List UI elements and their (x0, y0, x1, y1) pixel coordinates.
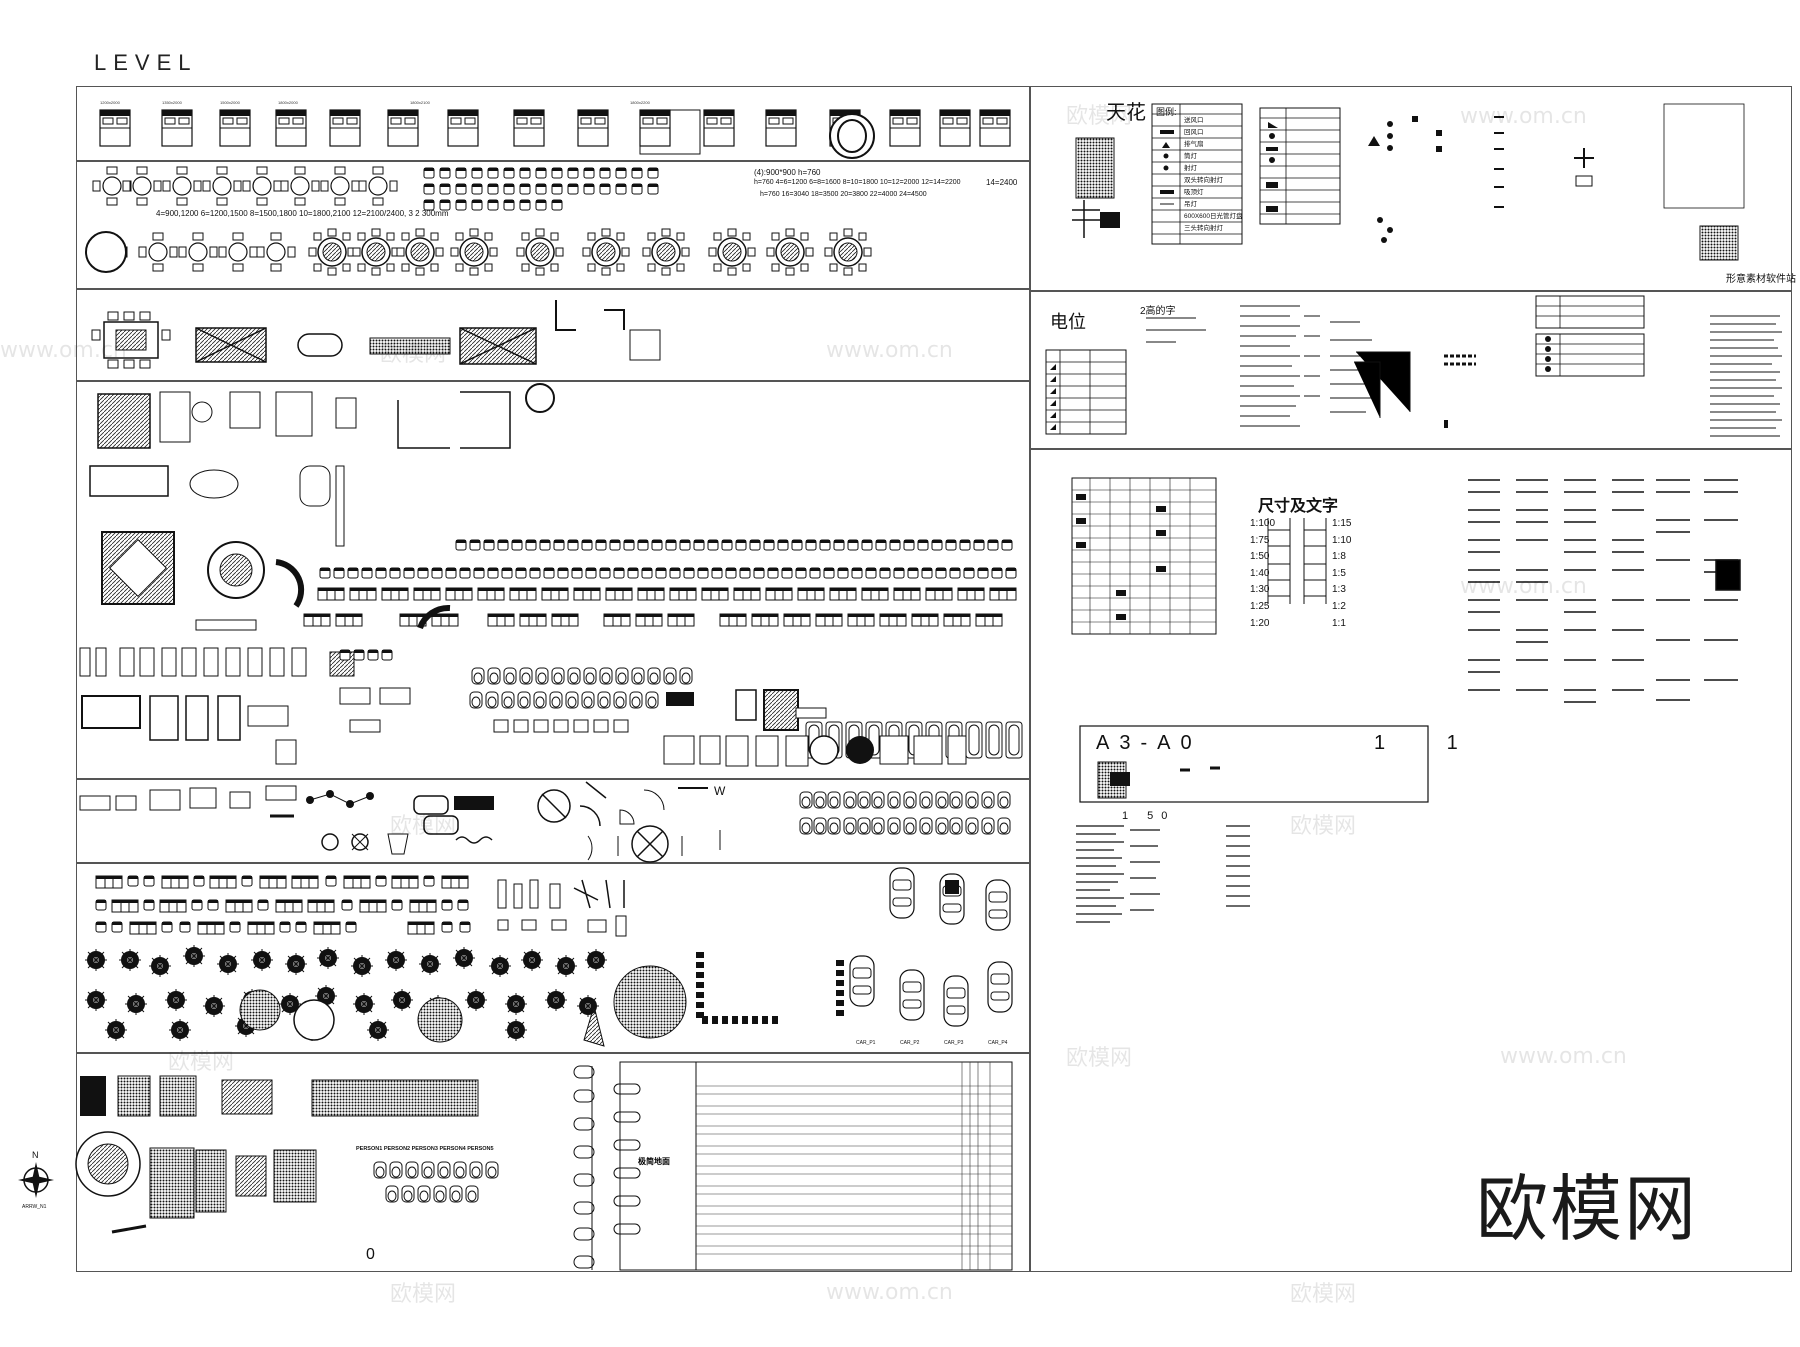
svg-text:1800x2000: 1800x2000 (278, 100, 299, 105)
table-size-formula-14: 14=2400 (986, 178, 1018, 187)
scale-item: 1:3 (1332, 584, 1346, 596)
north-arrow-label: N (32, 1150, 39, 1160)
divider-tables (76, 288, 1030, 290)
watermark-brand: 欧模网 (1476, 1167, 1699, 1251)
ceiling-legend-list: 送风口 回风口 排气扇 筒灯 射灯 双头转向射灯 吸顶灯 吊灯 600X600日… (1184, 115, 1243, 235)
watermark-faint: 欧模网 (168, 1050, 235, 1075)
svg-text:极简地面: 极简地面 (638, 1156, 670, 1166)
car-label-1: CAR_P1 (856, 1040, 876, 1046)
watermark-faint: 欧模网 (380, 342, 447, 367)
dimension-text-title: 尺寸及文字 (1258, 498, 1339, 515)
legend-item: 筒灯 (1184, 153, 1197, 160)
scale-item: 1:20 (1250, 617, 1270, 629)
divider-electrical (1030, 448, 1792, 450)
legend-item: 送风口 (1184, 117, 1204, 124)
scale-item: 1:5 (1332, 567, 1346, 579)
sheet-size-label: A3-A0 (1096, 732, 1202, 754)
scale-item: 1:50 (1250, 551, 1270, 563)
north-arrow-caption: ARRW_N1 (22, 1204, 47, 1210)
level-title: LEVEL (94, 50, 198, 75)
scale-item: 1:15 (1332, 518, 1352, 529)
ceiling-section-title: 天花 (1106, 100, 1146, 124)
watermark-faint-url: www.om.cn (1500, 1044, 1627, 1069)
scale-list-right: 1:15 1:10 1:8 1:5 1:3 1:2 1:1 (1332, 516, 1351, 632)
svg-text:1500x2000: 1500x2000 (220, 100, 241, 105)
watermark-faint: 欧模网 (1066, 104, 1133, 129)
legend-item: 吸顶灯 (1184, 189, 1204, 196)
legend-title: 图例: (1156, 107, 1177, 117)
table-size-formulas: 4=900,1200 6=1200,1500 8=1500,1800 10=18… (156, 209, 449, 218)
divider-conference (76, 380, 1030, 382)
divider-beds (76, 160, 1030, 162)
divider-sofas (76, 778, 1030, 780)
watermark-faint-url: www.om.cn (1460, 574, 1587, 599)
scale-item: 1:1 (1332, 617, 1346, 629)
zero-label: 0 (366, 1246, 375, 1263)
scale-item: 1:8 (1332, 551, 1346, 563)
divider-fixtures (76, 862, 1030, 864)
watermark-faint: 欧模网 (1290, 1282, 1357, 1307)
sheet-scale-label: 1 1 (1374, 732, 1486, 754)
svg-text:1200x2000: 1200x2000 (100, 100, 121, 105)
legend-item: 双头转向射灯 (1184, 177, 1223, 184)
watermark-faint: 欧模网 (1066, 1046, 1133, 1071)
sheet-vertical-divider (1029, 86, 1031, 1272)
table-size-formula-small: (4):900*900 h=760 (754, 168, 821, 177)
drawing-sheet-frame (76, 86, 1792, 1272)
car-label-4: CAR_P4 (988, 1040, 1008, 1046)
sheet-scale-sub-label: 1 50 (1122, 810, 1176, 822)
car-label-2: CAR_P2 (900, 1040, 920, 1046)
scale-item: 1:10 (1332, 534, 1352, 546)
scale-item: 1:25 (1250, 600, 1270, 612)
legend-item: 回风口 (1184, 129, 1204, 136)
electrical-section-title: 电位 (1050, 312, 1086, 333)
legend-item: 三头转向射灯 (1184, 225, 1223, 232)
scale-item: 1:75 (1250, 534, 1270, 546)
watermark-faint-url: www.om.cn (826, 1280, 953, 1305)
scale-item: 1:100 (1250, 518, 1276, 529)
watermark-faint-url: www.om.cn (1460, 104, 1587, 129)
site-credit: 形意素材软件站 (1726, 274, 1796, 285)
west-marker: W (714, 784, 726, 798)
scale-item: 1:2 (1332, 600, 1346, 612)
persons-row-label: PERSON1 PERSON2 PERSON3 PERSON4 PERSON5 (356, 1146, 494, 1152)
scale-list-left: 1:100 1:75 1:50 1:40 1:30 1:25 1:20 (1250, 516, 1275, 632)
watermark-faint-url: www.om.cn (0, 338, 127, 363)
divider-ceiling (1030, 290, 1792, 292)
table-size-formula-large: h=760 16=3040 18=3500 20=3800 22=4000 24… (760, 191, 927, 198)
watermark-faint: 欧模网 (390, 814, 457, 839)
watermark-faint: 欧模网 (390, 1282, 457, 1307)
table-size-formula-mid: h=760 4=6=1200 6=8=1600 8=10=1800 10=12=… (754, 179, 961, 186)
text-height-title: 2高的字 (1140, 306, 1176, 317)
scale-item: 1:30 (1250, 584, 1270, 596)
svg-text:1350x2000: 1350x2000 (162, 100, 183, 105)
car-label-3: CAR_P3 (944, 1040, 964, 1046)
legend-item: 排气扇 (1184, 141, 1204, 148)
watermark-faint-url: www.om.cn (826, 338, 953, 363)
svg-text:1800x2100: 1800x2100 (410, 100, 431, 105)
svg-text:1800x2200: 1800x2200 (630, 100, 651, 105)
legend-item: 射灯 (1184, 165, 1197, 172)
legend-item: 600X600日光管灯盘 (1184, 213, 1243, 220)
divider-plants (76, 1052, 1030, 1054)
watermark-faint: 欧模网 (1290, 814, 1357, 839)
scale-item: 1:40 (1250, 567, 1270, 579)
legend-item: 吊灯 (1184, 201, 1197, 208)
